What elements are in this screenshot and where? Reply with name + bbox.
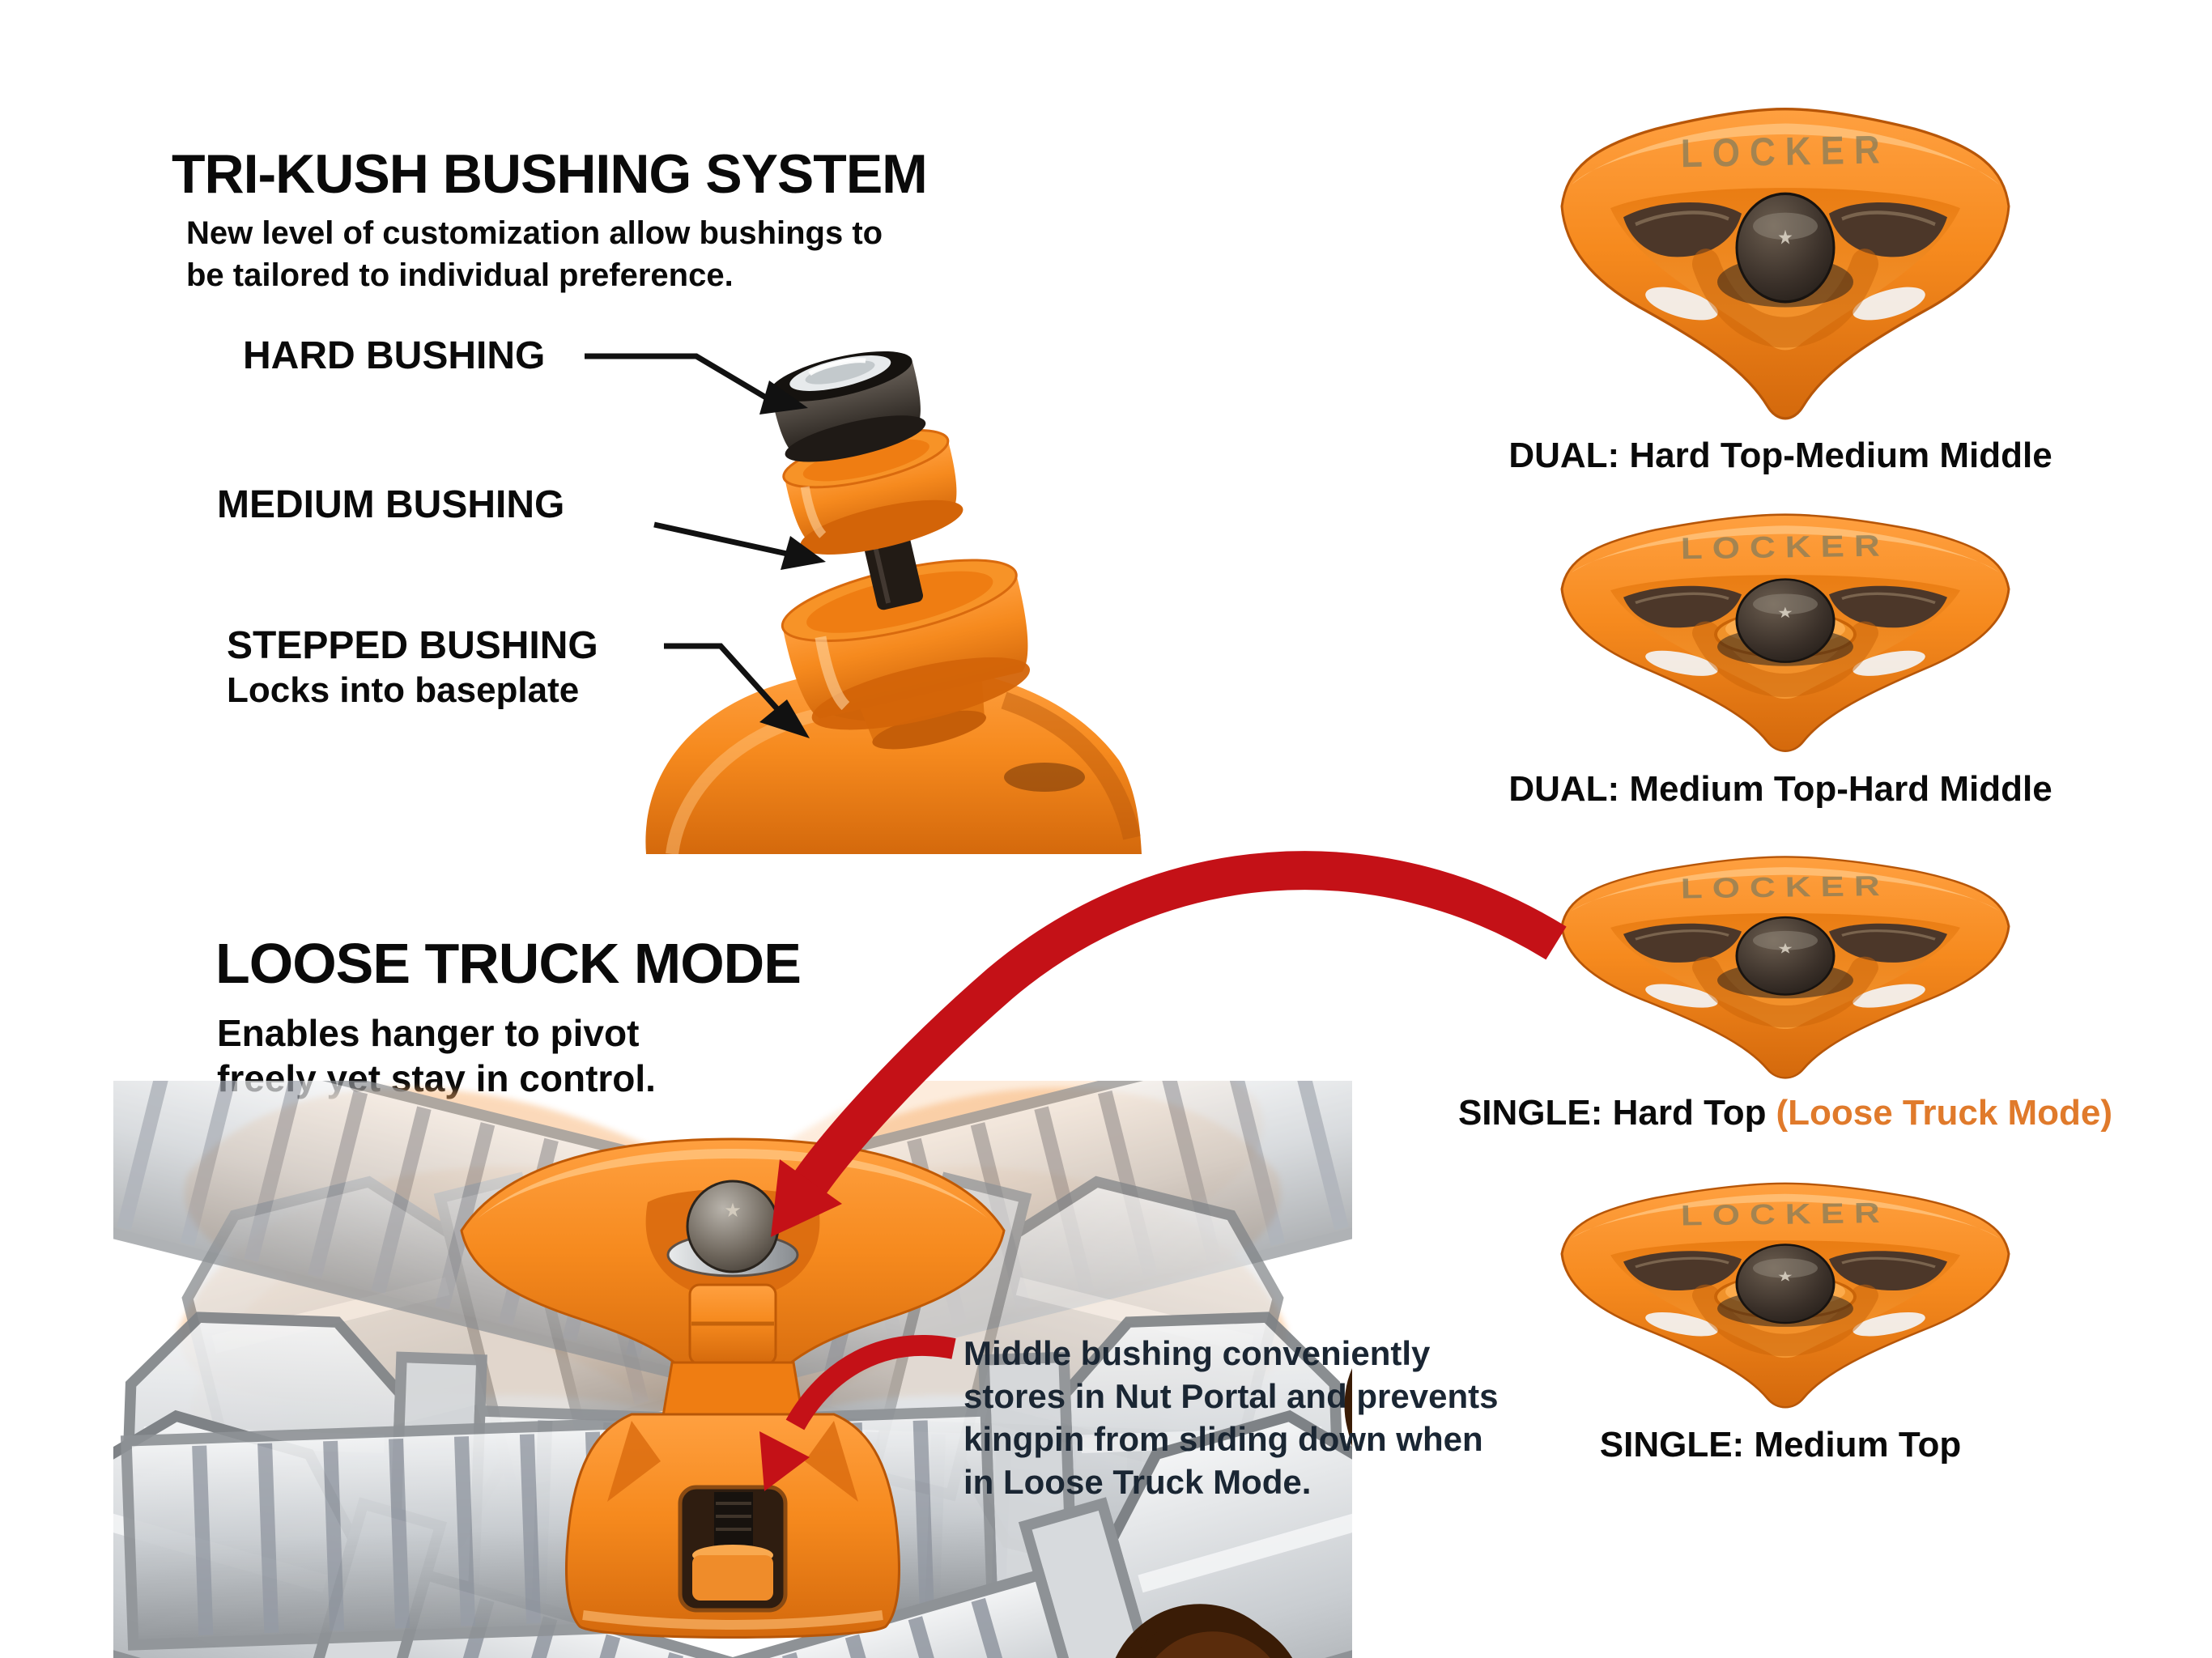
loose-truck-subtitle-line1: Enables hanger to pivot xyxy=(217,1012,640,1054)
config-caption-3: SINGLE: Hard Top(Loose Truck Mode) xyxy=(1457,1093,2113,1133)
config-photo-3: LOCKER ★ xyxy=(1559,830,2012,1087)
note-line2: stores in Nut Portal and prevents xyxy=(963,1377,1499,1415)
config-figure-4: LOCKER ★ xyxy=(1559,1156,2012,1417)
baseplate xyxy=(565,1303,1352,1658)
nut-engraving: ★ xyxy=(1777,606,1793,622)
stored-middle-bushing xyxy=(692,1555,773,1601)
config-figure-1: LOCKER ★ xyxy=(1559,71,2012,432)
hanger-engraving: LOCKER xyxy=(1680,529,1890,566)
config-caption-2: DUAL: Medium Top-Hard Middle xyxy=(1508,769,2052,809)
config-figure-2: LOCKER ★ xyxy=(1559,486,2012,761)
note-line3: kingpin from sliding down when xyxy=(963,1420,1483,1458)
page-title: TRI-KUSH BUSHING SYSTEM xyxy=(172,143,928,205)
config-figure-3: LOCKER ★ xyxy=(1559,830,2012,1087)
stepped-bushing-label: STEPPED BUSHING xyxy=(227,624,598,667)
medium-bushing-label: MEDIUM BUSHING xyxy=(217,483,565,526)
kingpin-nut xyxy=(686,1180,780,1273)
tri-kush-subtitle-line1: New level of customization allow bushing… xyxy=(186,215,883,251)
note-line4: in Loose Truck Mode. xyxy=(963,1463,1312,1501)
config-caption-1: DUAL: Hard Top-Medium Middle xyxy=(1508,436,2052,475)
note-line1: Middle bushing conveniently xyxy=(963,1334,1431,1372)
config-photo-2: LOCKER ★ xyxy=(1559,486,2012,761)
config-photo-4: LOCKER ★ xyxy=(1559,1156,2012,1417)
medium-bushing-photo xyxy=(782,428,963,555)
bushing-stack-photo xyxy=(645,351,1142,854)
hard-bushing-photo xyxy=(769,351,926,462)
hard-bushing-label: HARD BUSHING xyxy=(243,334,546,377)
config-photo-1: LOCKER ★ xyxy=(1559,71,2012,432)
tri-kush-subtitle-line2: be tailored to individual preference. xyxy=(186,257,734,293)
config-caption-4: SINGLE: Medium Top xyxy=(1599,1425,1962,1465)
nut-engraving: ★ xyxy=(1777,942,1793,957)
kingpin-threads xyxy=(714,1492,753,1550)
loose-truck-title: LOOSE TRUCK MODE xyxy=(215,932,802,995)
nut-portal-note: Middle bushing conveniently stores in Nu… xyxy=(963,1332,1498,1503)
nut-portal xyxy=(678,1485,788,1613)
hanger-engraving: LOCKER xyxy=(1680,1197,1890,1232)
hanger-engraving: LOCKER xyxy=(1680,127,1890,176)
kingpin-nut-engraving: ★ xyxy=(724,1200,742,1222)
nut-engraving: ★ xyxy=(1777,227,1793,249)
bushing-stack-group xyxy=(769,351,1031,750)
tri-kush-section: TRI-KUSH BUSHING SYSTEM New level of cus… xyxy=(172,142,928,296)
hanger-engraving: LOCKER xyxy=(1680,870,1890,904)
nut-engraving: ★ xyxy=(1777,1269,1793,1285)
stepped-bushing-sublabel: Locks into baseplate xyxy=(227,670,580,710)
